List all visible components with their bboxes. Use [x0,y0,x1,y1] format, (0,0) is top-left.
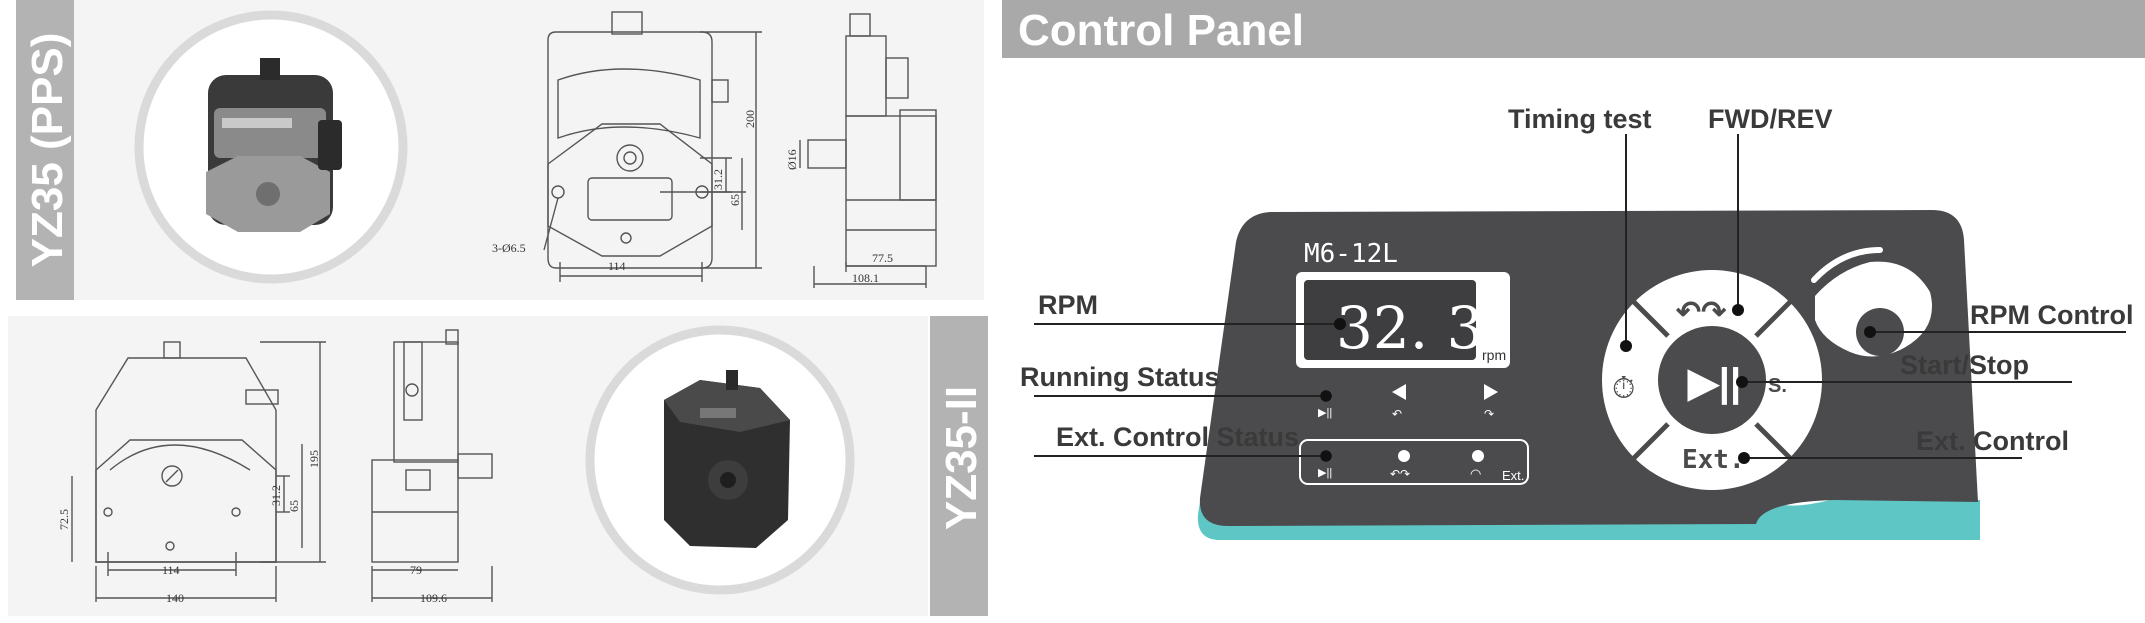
bottom-side-dims: 79 109.6 [410,563,447,605]
dim-108-1: 108.1 [852,271,879,285]
ext-button-label[interactable]: Ext. [1682,445,1745,475]
bottom-model-bar [930,316,988,616]
start-stop-button[interactable] [1658,326,1766,434]
top-product-photo [134,10,408,284]
dim-140: 140 [166,591,184,605]
ext-play-pause-icon: ▶|| [1318,467,1332,479]
right-arrow-icon [1484,384,1498,400]
display-value: 32. 3 [1336,294,1484,362]
callout-dots [1320,304,1876,464]
ring-divider [1632,300,1670,338]
top-model-bar [16,0,74,300]
top-front-dims: 200 31.2 65 3-Ø6.5 114 [492,110,757,273]
callout-labels: Timing test FWD/REV RPM Running Status E… [1020,104,2133,456]
dim-72-5: 72.5 [57,509,71,530]
dim-hole: 3-Ø6.5 [492,241,526,255]
bottom-model-label: YZ35-II [937,386,986,530]
bottom-product-photo [585,325,855,595]
dim-31-2: 31.2 [711,169,725,190]
top-side-dims: Ø16 77.5 108.1 [785,149,893,285]
dim-77-5: 77.5 [872,251,893,265]
title-bar [1002,0,2145,58]
play-pause-icon: ▶|| [1318,407,1332,419]
dim-200: 200 [743,110,757,128]
gauge-icon: ◠ [1470,466,1481,481]
dim-dia16: Ø16 [785,149,799,170]
top-side-drawing [799,13,937,288]
dim-b114: 114 [162,563,180,577]
callout-ext-control: Ext. Control [1916,426,2069,456]
callout-ext-control-status: Ext. Control Status [1056,422,1299,452]
callout-rpm: RPM [1038,290,1098,320]
fwd-rev-button-icon[interactable]: ↶↷ [1675,296,1727,329]
bottom-front-drawing [71,341,326,602]
left-arrow-icon [1392,384,1406,400]
ext-label: Ext. [1502,468,1524,483]
start-stop-icon: ▶|| [1687,361,1741,405]
dim-79: 79 [410,563,422,577]
ext-led-direction [1398,450,1410,462]
dim-195: 195 [307,450,321,468]
display-screen [1304,280,1476,360]
dim-b65: 65 [287,500,301,512]
top-front-drawing [543,11,762,282]
top-panel: YZ35 (PPS) [16,0,984,300]
callout-lines [1034,134,2126,459]
s-label: S. [1768,375,1787,397]
callout-timing-test: Timing test [1508,104,1652,134]
ring-divider [1632,422,1670,460]
callout-start-stop: Start/Stop [1900,350,2029,380]
callout-running-status: Running Status [1020,362,1219,392]
ext-led-speed [1472,450,1484,462]
bottom-front-dims: 195 31.2 65 72.5 114 140 [57,450,321,605]
bottom-side-drawing [371,329,493,602]
device-model: M6-12L [1304,239,1398,269]
bottom-panel: YZ35-II [8,316,988,616]
callout-rpm-control: RPM Control [1970,300,2133,330]
control-panel-section: Control Panel M6-12L 32. 3 rpm ▶|| ↶ ↷ ▶… [1002,0,2145,540]
callout-fwd-rev: FWD/REV [1708,104,1833,134]
ring-divider [1754,422,1792,460]
section-title: Control Panel [1018,6,1304,55]
reverse-icon: ↶ [1392,407,1402,421]
top-model-label: YZ35 (PPS) [23,33,72,268]
dim-109-6: 109.6 [420,591,447,605]
dim-114: 114 [608,259,626,273]
forward-icon: ↷ [1484,407,1494,421]
ext-direction-icon: ↶↷ [1390,467,1410,481]
dim-65: 65 [728,194,742,206]
dim-b31-2: 31.2 [269,485,283,506]
display-unit: rpm [1482,347,1506,363]
rpm-knob-arc [1811,247,1883,283]
timer-icon[interactable]: ⏱ [1612,372,1635,405]
ring-divider [1754,300,1792,338]
